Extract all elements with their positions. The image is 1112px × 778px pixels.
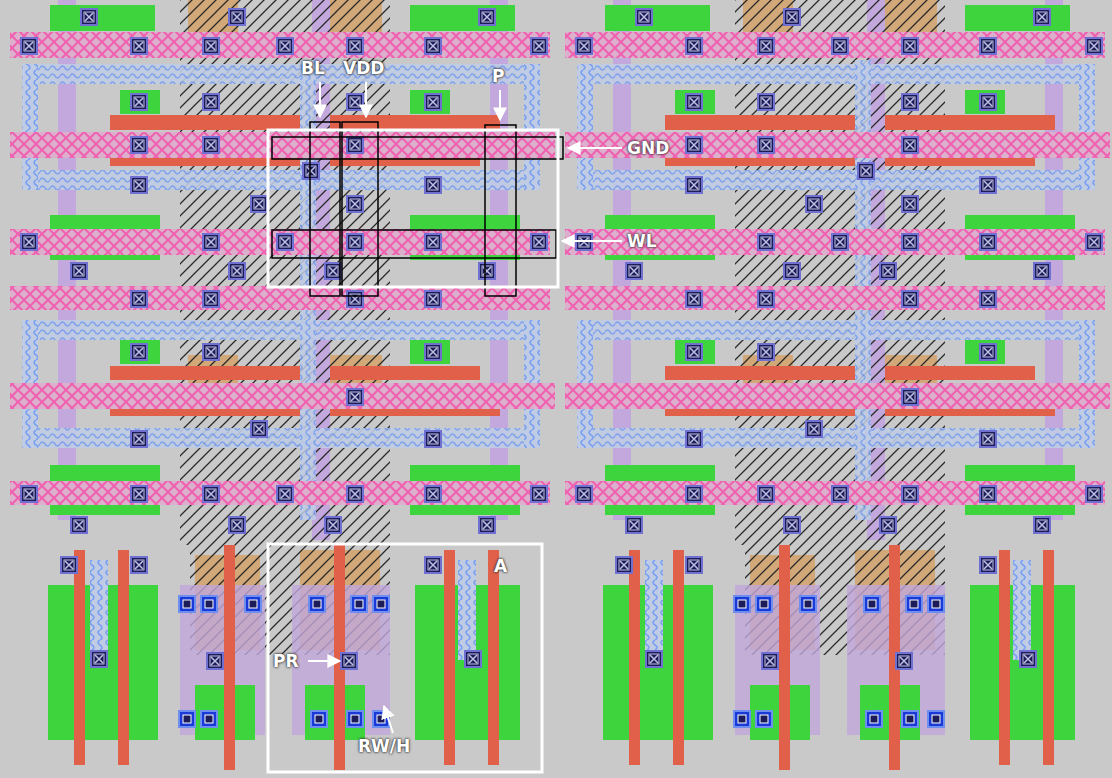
signal-label: A	[494, 556, 507, 576]
signal-label: PR	[273, 651, 299, 671]
signal-label: GND	[627, 138, 669, 158]
signal-label: VDD	[343, 58, 384, 78]
signal-label: RW/H	[358, 736, 410, 756]
signal-label: WL	[627, 231, 657, 251]
signal-label: P	[492, 66, 504, 86]
signal-label: BL	[301, 58, 325, 78]
